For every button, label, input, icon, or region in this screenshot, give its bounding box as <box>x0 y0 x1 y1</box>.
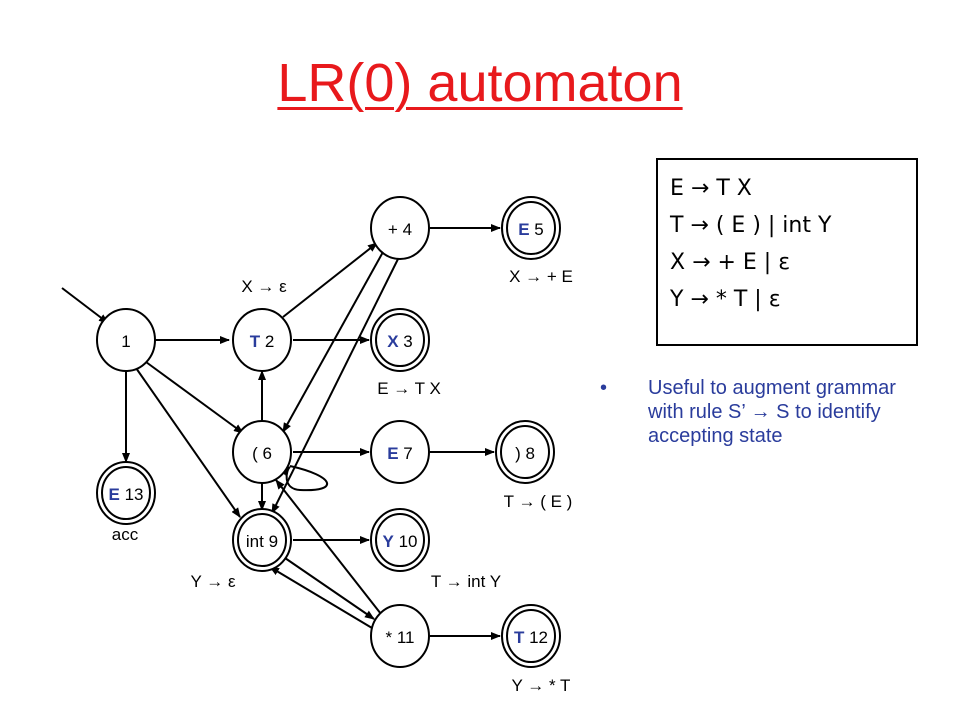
note-bullet-item: • Useful to augment grammar with rule S’… <box>600 376 930 448</box>
edge-1-to-9 <box>135 367 241 518</box>
state-6 <box>232 420 292 484</box>
state-11-label: * 11 <box>385 628 414 647</box>
state-12-label: T 12 <box>514 628 548 647</box>
edge-9-to-11 <box>284 557 375 620</box>
reduce-label-e-tx: E → T X <box>377 379 441 398</box>
state-2-label: T 2 <box>250 332 275 351</box>
reduce-label-t-int-y: T → int Y <box>431 572 501 591</box>
state-8-inner-ring <box>500 425 550 479</box>
state-4 <box>370 196 430 260</box>
grammar-rule-e: E → T X <box>670 176 752 201</box>
accept-label: acc <box>112 525 139 544</box>
state-12-inner-ring <box>506 609 556 663</box>
state-10-inner-ring <box>375 513 425 567</box>
state-2 <box>232 308 292 372</box>
state-8-label: ) 8 <box>515 444 535 463</box>
reduce-label-t-paren: T → ( E ) <box>504 492 573 511</box>
start-arrow <box>61 287 109 324</box>
state-1-label: 1 <box>121 332 130 351</box>
edge-2-to-4 <box>282 242 378 318</box>
edge-6-self-loop <box>280 465 329 492</box>
state-10-label: Y 10 <box>383 532 418 551</box>
state-1 <box>96 308 156 372</box>
state-5-inner-ring <box>506 201 556 255</box>
grammar-rule-y: Y → * T | ε <box>670 287 781 312</box>
reduce-label-x-eps: X → ε <box>241 277 287 296</box>
state-6-label: ( 6 <box>252 444 272 463</box>
grammar-rule-x: X → + E | ε <box>670 250 791 275</box>
reduce-label-x-plus-e: X → + E <box>509 267 573 286</box>
state-3-label: X 3 <box>387 332 413 351</box>
edge-4-to-6 <box>282 251 384 433</box>
state-7 <box>370 420 430 484</box>
edge-11-to-6 <box>275 479 382 615</box>
state-9-label: int 9 <box>246 532 278 551</box>
note-text: Useful to augment grammar with rule S’ →… <box>648 377 896 447</box>
state-4-label: + 4 <box>388 220 412 239</box>
state-13-inner-ring <box>101 466 151 520</box>
state-7-label: E 7 <box>387 444 413 463</box>
edge-11-to-9 <box>269 566 373 629</box>
edge-1-to-6 <box>145 361 244 434</box>
state-9-inner-ring <box>237 513 287 567</box>
reduce-label-y-eps: Y → ε <box>190 572 235 591</box>
state-5-label: E 5 <box>518 220 544 239</box>
reduce-label-y-star-t: Y → * T <box>512 676 571 695</box>
grammar-rule-t: T → ( E ) | int Y <box>670 213 832 238</box>
bullet-icon: • <box>600 377 608 399</box>
state-13-label: E 13 <box>109 485 144 504</box>
edge-4-to-9 <box>271 258 399 514</box>
state-3-inner-ring <box>375 313 425 367</box>
slide-title: LR(0) automaton <box>277 53 683 113</box>
grammar-box: E → T X T → ( E ) | int Y X → + E | ε Y … <box>656 158 918 346</box>
state-11 <box>370 604 430 668</box>
